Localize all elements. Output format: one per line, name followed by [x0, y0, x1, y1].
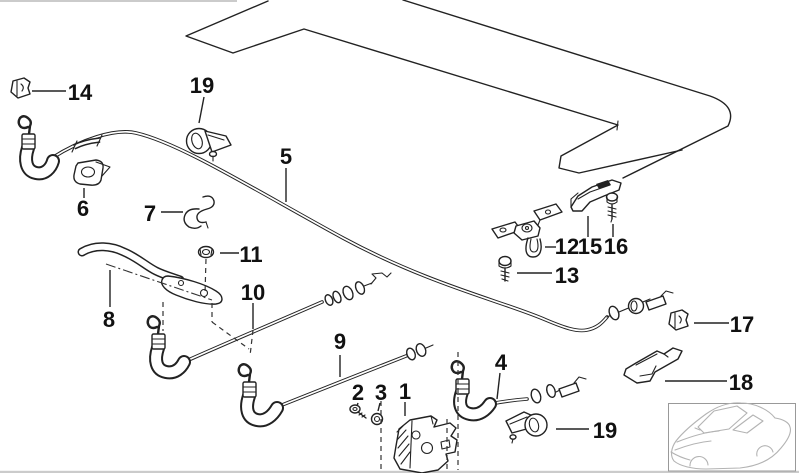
latch-1	[393, 415, 458, 473]
cable-9-end	[405, 343, 434, 361]
callout-7[interactable]: 7	[144, 201, 156, 226]
cable-4	[450, 360, 587, 422]
callout-17[interactable]: 17	[730, 312, 754, 337]
cable-9	[237, 343, 434, 428]
callouts: 14 19 6 7 5 11 10 8 9 2 3 1 4 12 15 16 1…	[68, 73, 754, 443]
clamp-7	[183, 195, 215, 229]
car-thumbnail-box	[668, 402, 796, 472]
callout-5[interactable]: 5	[280, 144, 292, 169]
washer-3	[370, 412, 384, 426]
callout-4[interactable]: 4	[495, 350, 508, 375]
cable-9-elbow	[237, 363, 284, 428]
callout-18[interactable]: 18	[729, 370, 753, 395]
callout-11[interactable]: 11	[239, 242, 262, 267]
cover-15	[570, 179, 622, 212]
callout-12[interactable]: 12	[555, 234, 579, 259]
callout-19-bottom[interactable]: 19	[593, 418, 617, 443]
bracket-12	[491, 203, 563, 258]
clip-17	[668, 309, 689, 331]
screw-2	[349, 404, 367, 419]
callout-19-top[interactable]: 19	[190, 73, 214, 98]
scan-edge-bottom	[0, 470, 799, 473]
callout-14[interactable]: 14	[68, 80, 93, 105]
cable-5-right-end	[606, 290, 674, 321]
callout-2[interactable]: 2	[352, 380, 364, 405]
car-silhouette-icon	[670, 402, 791, 470]
guide-18	[623, 347, 683, 384]
screw-16	[605, 192, 619, 223]
callout-10[interactable]: 10	[241, 280, 265, 305]
callout-13[interactable]: 13	[555, 263, 579, 288]
cable-5	[50, 130, 609, 333]
screw-13	[498, 255, 512, 282]
lever-8	[77, 242, 223, 305]
cable-5-left-fitting	[17, 115, 60, 181]
cable-5-sleeve	[71, 134, 103, 153]
callout-6[interactable]: 6	[77, 196, 89, 221]
leader-lines	[32, 90, 729, 430]
callout-8[interactable]: 8	[103, 307, 115, 332]
lid-outline	[185, 0, 732, 179]
callout-9[interactable]: 9	[334, 329, 346, 354]
clamp-19-bottom	[505, 411, 548, 444]
cable-4-end	[530, 376, 587, 404]
scan-edge-top	[0, 0, 237, 2]
nut-11	[197, 245, 215, 259]
callout-15[interactable]: 15	[578, 234, 602, 259]
cable-10-end	[324, 272, 392, 306]
callout-3[interactable]: 3	[375, 380, 387, 405]
construction-dashed-lines	[162, 258, 459, 470]
grommet-6	[73, 159, 111, 186]
callout-1[interactable]: 1	[399, 379, 411, 404]
latch-hatching	[396, 425, 411, 465]
clamp-19-top	[185, 127, 232, 162]
callout-16[interactable]: 16	[604, 234, 628, 259]
cable-4-elbow	[450, 360, 497, 422]
cable-10-elbow	[146, 315, 191, 380]
clip-14	[10, 77, 31, 99]
